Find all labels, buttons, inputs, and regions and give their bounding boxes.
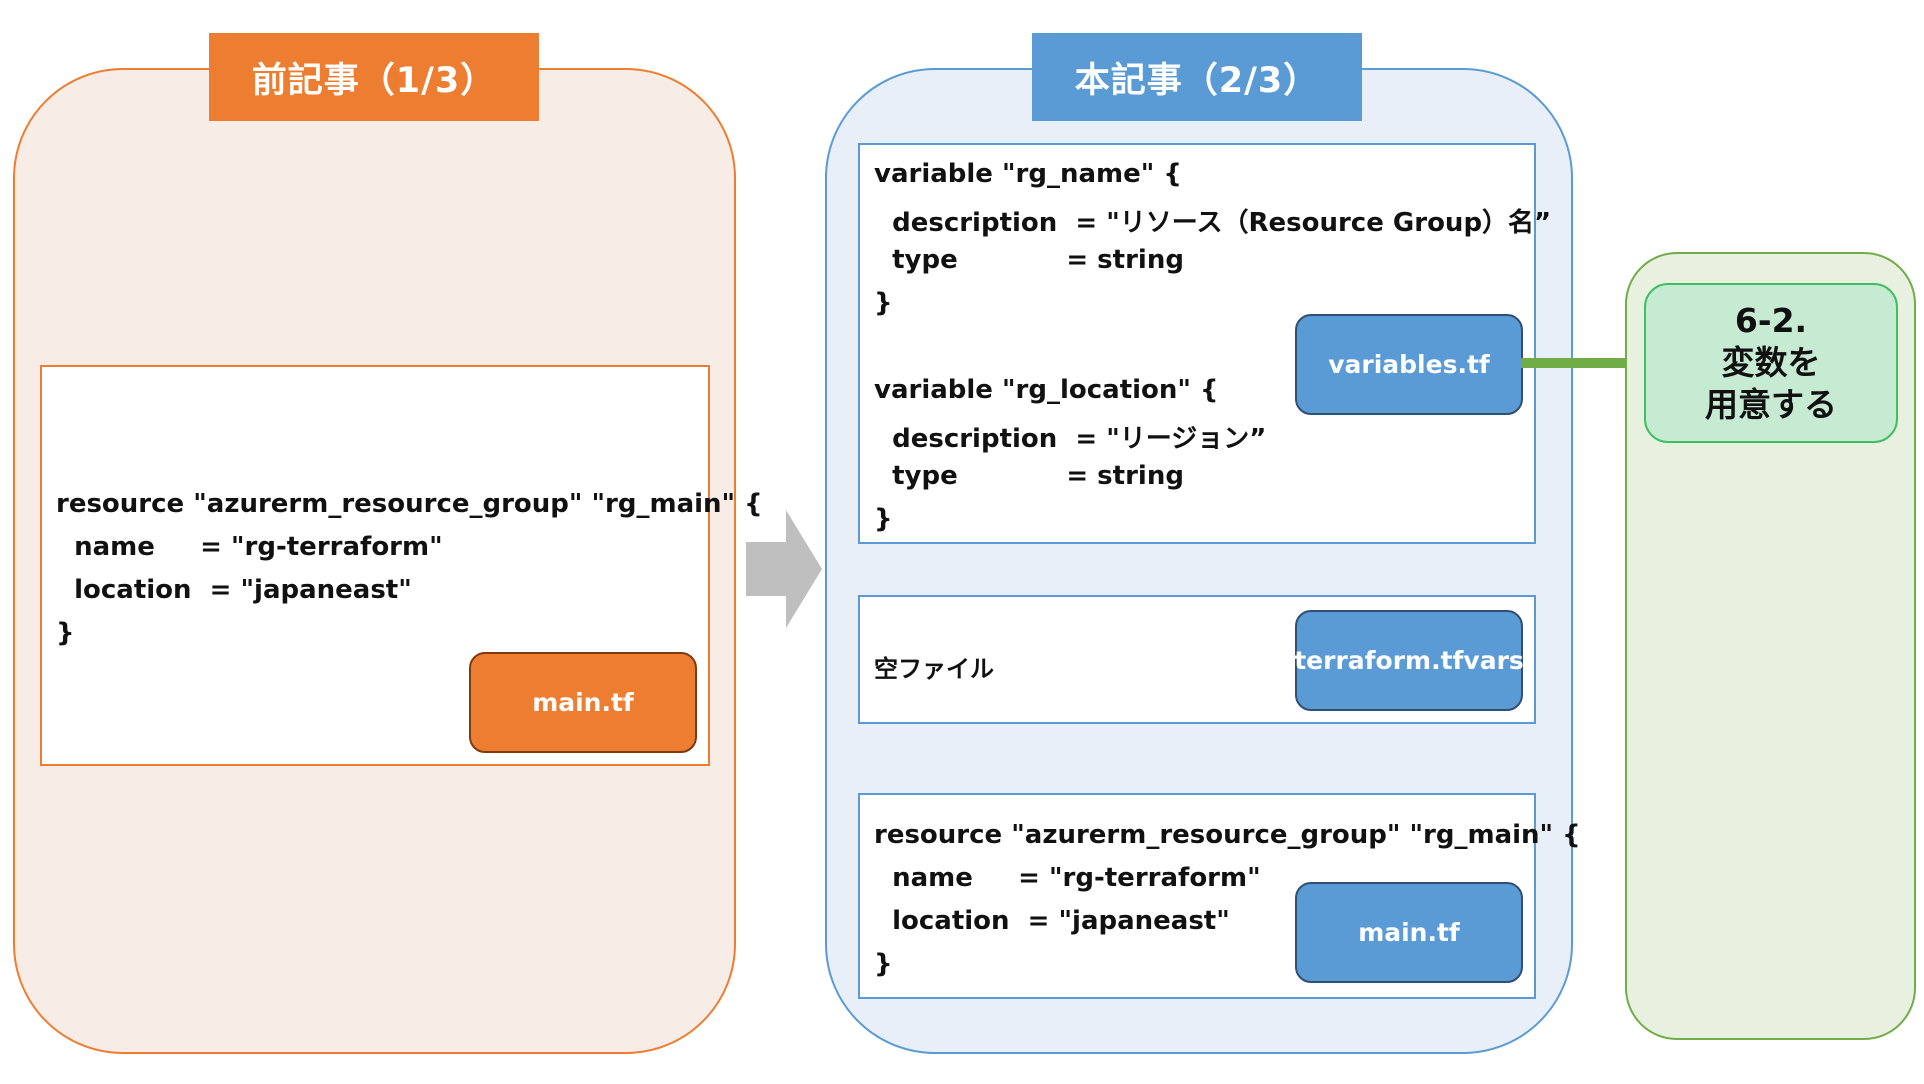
code-line: resource "azurerm_resource_group" "rg_ma…	[874, 820, 1581, 850]
code-line: description = "リソース（Resource Group）名”	[874, 208, 1552, 238]
code-line: description = "リージョン”	[874, 424, 1267, 454]
code-line: type = string	[874, 245, 1184, 275]
code-line: }	[874, 288, 893, 318]
code-line: variable "rg_name" {	[874, 159, 1182, 189]
terraform-tfvars-box: 空ファイル terraform.tfvars	[858, 595, 1536, 724]
step-title-line: 変数を	[1721, 343, 1821, 382]
next-arrow-icon	[746, 510, 822, 628]
main-tf-file-label: main.tf	[1295, 882, 1523, 983]
code-line: variable "rg_location" {	[874, 375, 1219, 405]
step-number: 6-2.	[1734, 301, 1808, 340]
connector-line	[1521, 358, 1643, 368]
code-line: name = "rg-terraform"	[874, 863, 1261, 893]
current-article-label: 本記事（2/3）	[1032, 33, 1362, 121]
terraform-tfvars-file-label: terraform.tfvars	[1294, 610, 1524, 711]
code-line: location = "japaneast"	[56, 575, 412, 605]
previous-main-tf-code-box: resource "azurerm_resource_group" "rg_ma…	[40, 365, 763, 766]
code-line: }	[874, 949, 893, 979]
empty-file-text: 空ファイル	[874, 655, 994, 683]
variables-tf-file-label: variables.tf	[1295, 314, 1523, 415]
step-6-2-box: 6-2. 変数を 用意する	[1644, 283, 1898, 443]
code-line: resource "azurerm_resource_group" "rg_ma…	[56, 489, 763, 519]
step-title-line: 用意する	[1705, 385, 1837, 424]
code-line: name = "rg-terraform"	[56, 532, 443, 562]
previous-article-label: 前記事（1/3）	[209, 33, 539, 121]
code-line: }	[874, 504, 893, 534]
variables-tf-code-box: variable "rg_name" { description = "リソース…	[858, 143, 1551, 544]
code-line: type = string	[874, 461, 1184, 491]
current-main-tf-code-box: resource "azurerm_resource_group" "rg_ma…	[858, 793, 1581, 999]
code-line: location = "japaneast"	[874, 906, 1230, 936]
code-line: }	[56, 618, 75, 648]
main-tf-file-label: main.tf	[469, 652, 697, 753]
